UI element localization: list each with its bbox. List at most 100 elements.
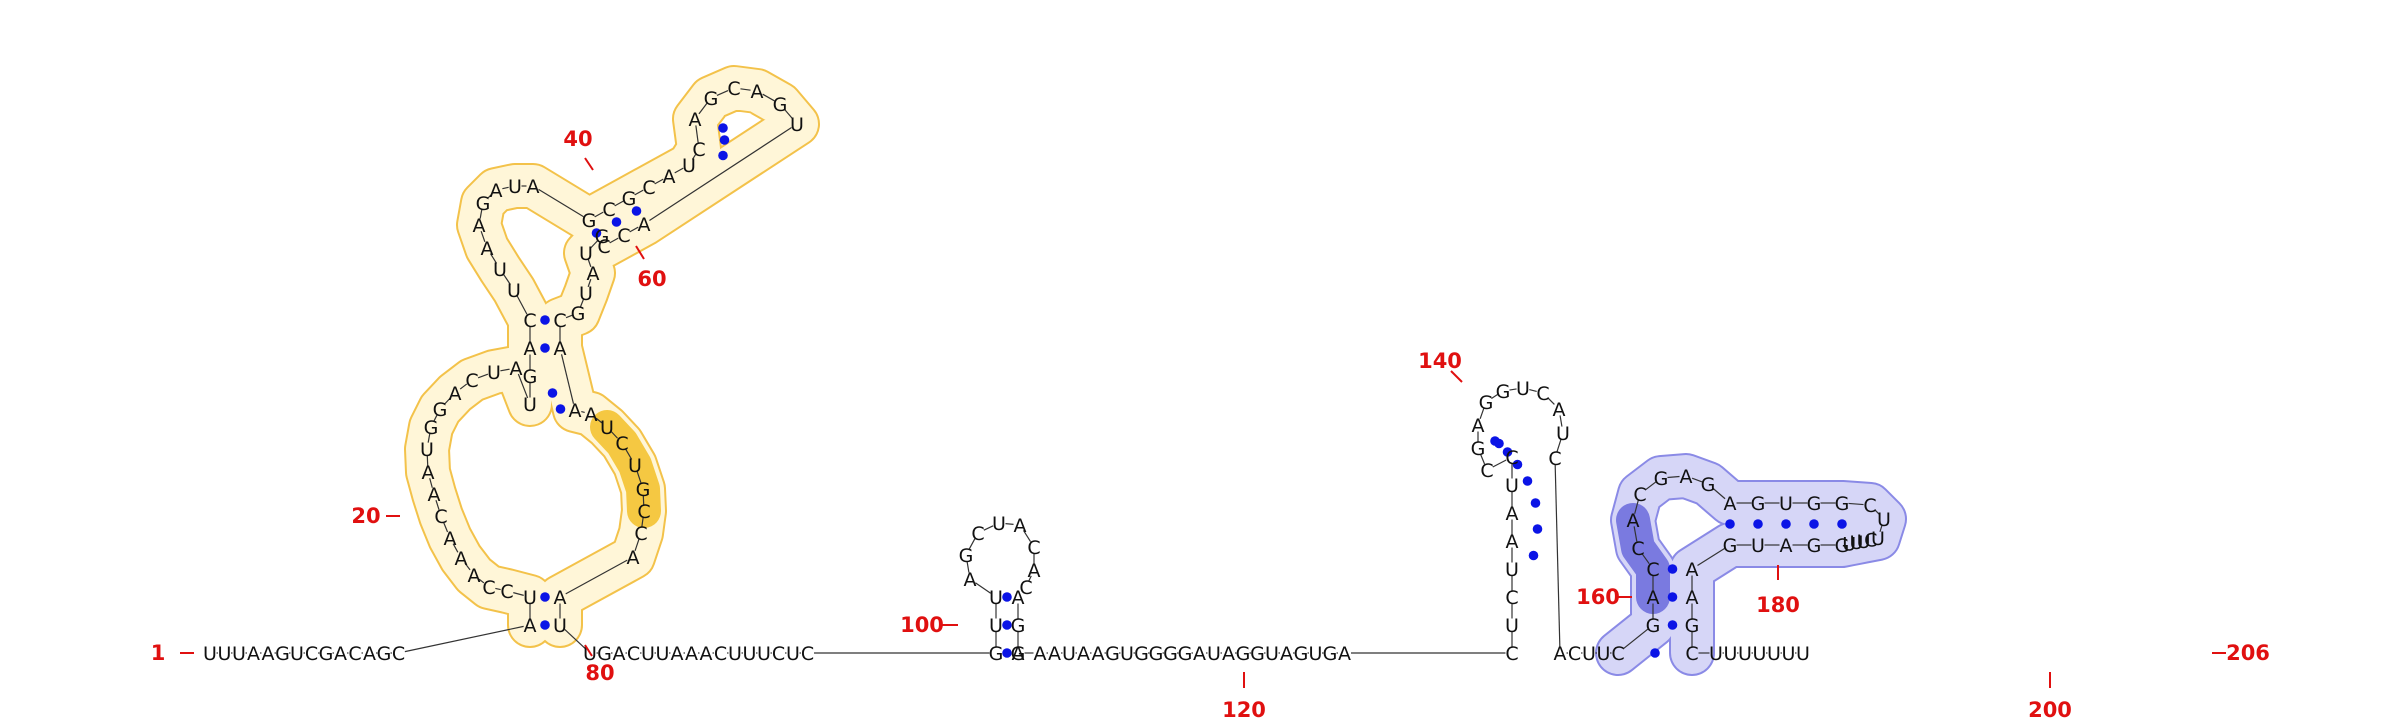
nucleotide: G bbox=[1294, 643, 1309, 665]
backbone-link bbox=[634, 538, 640, 552]
backbone-link bbox=[565, 314, 573, 319]
nucleotide: C bbox=[348, 643, 361, 665]
nucleotide: G bbox=[1479, 392, 1494, 414]
nucleotide: A bbox=[363, 643, 376, 665]
nucleotide: G bbox=[1685, 615, 1700, 637]
nucleotide: A bbox=[585, 404, 598, 426]
nucleotide: A bbox=[1686, 559, 1699, 581]
base-pair-dot bbox=[1502, 447, 1513, 457]
base-pair-dot bbox=[555, 404, 566, 414]
nucleotide: U bbox=[790, 114, 804, 136]
backbone-link bbox=[560, 354, 575, 404]
nucleotide: A bbox=[689, 109, 702, 131]
nucleotide: U bbox=[1062, 643, 1076, 665]
base-pair-dot bbox=[591, 228, 602, 238]
backbone-link bbox=[691, 154, 697, 160]
nucleotide: A bbox=[1506, 531, 1519, 553]
nucleotide: U bbox=[553, 615, 567, 637]
nucleotide: A bbox=[262, 643, 275, 665]
base-pair-dot bbox=[1809, 519, 1819, 529]
nucleotide: A bbox=[1193, 643, 1206, 665]
base-pair-dot bbox=[1002, 620, 1012, 630]
backbone-link bbox=[1509, 388, 1517, 391]
base-pair-dot bbox=[1002, 648, 1012, 658]
nucleotide: G bbox=[1163, 643, 1178, 665]
nucleotide: U bbox=[1767, 643, 1781, 665]
nucleotide: G bbox=[1646, 615, 1661, 637]
backbone-link bbox=[641, 517, 644, 527]
base-pair-dot bbox=[1667, 564, 1678, 574]
nucleotide: C bbox=[1505, 643, 1518, 665]
backbone-link bbox=[1634, 500, 1639, 514]
nucleotide: A bbox=[1627, 510, 1640, 532]
nucleotide: C bbox=[500, 581, 513, 603]
nucleotide: A bbox=[490, 180, 503, 202]
nucleotide: U bbox=[1120, 643, 1134, 665]
backbone-link bbox=[478, 578, 485, 584]
nucleotide: A bbox=[422, 462, 435, 484]
nucleotide: A bbox=[428, 484, 441, 506]
backbone-link bbox=[427, 433, 431, 443]
nucleotide: A bbox=[663, 166, 676, 188]
base-pair-dot bbox=[611, 217, 622, 227]
nucleotide: U bbox=[1849, 532, 1863, 554]
base-pair-dot bbox=[1650, 648, 1660, 658]
backbone-link bbox=[516, 295, 528, 315]
backbone-link bbox=[1559, 415, 1563, 427]
base-pair-dot bbox=[1753, 519, 1763, 529]
nucleotide: U bbox=[507, 280, 521, 302]
base-pair-dot bbox=[547, 388, 558, 398]
nucleotide: U bbox=[508, 176, 522, 198]
position-label: 100 bbox=[900, 613, 944, 637]
position-tick bbox=[1450, 370, 1463, 383]
nucleotide: A bbox=[1014, 515, 1027, 537]
backbone-link bbox=[1028, 575, 1032, 582]
backbone-link bbox=[611, 431, 618, 439]
nucleotide: C bbox=[1480, 460, 1493, 482]
nucleotide: C bbox=[1505, 587, 1518, 609]
nucleotide: C bbox=[772, 643, 785, 665]
base-pair-dot bbox=[1667, 592, 1678, 602]
nucleotide: G bbox=[1835, 535, 1850, 557]
base-pair-dot bbox=[1528, 550, 1539, 561]
backbone-link bbox=[1874, 509, 1880, 515]
nucleotide: G bbox=[1323, 643, 1338, 665]
nucleotide: C bbox=[1631, 538, 1644, 560]
nucleotide: G bbox=[1105, 643, 1120, 665]
backbone-link bbox=[480, 230, 486, 243]
backbone-link bbox=[1005, 523, 1014, 525]
base-pair-dot bbox=[1781, 519, 1791, 529]
nucleotide: U bbox=[523, 587, 537, 609]
nucleotide: U bbox=[743, 643, 757, 665]
nucleotide: U bbox=[628, 455, 642, 477]
nucleotide: A bbox=[1472, 415, 1485, 437]
nucleotide: C bbox=[1685, 643, 1698, 665]
backbone-link bbox=[1622, 628, 1649, 650]
nucleotide: A bbox=[587, 263, 600, 285]
backbone-link bbox=[698, 102, 708, 115]
position-label: 206 bbox=[2226, 641, 2270, 665]
backbone-link bbox=[581, 410, 585, 414]
base-pair-dot bbox=[1667, 620, 1678, 630]
nucleotide: U bbox=[656, 643, 670, 665]
nucleotide: A bbox=[613, 643, 626, 665]
backbone-link bbox=[442, 521, 449, 533]
backbone-link bbox=[1691, 477, 1703, 483]
nucleotide: G bbox=[424, 417, 439, 439]
nucleotide: A bbox=[700, 643, 713, 665]
nucleotide: U bbox=[1505, 475, 1519, 497]
nucleotide: G bbox=[377, 643, 392, 665]
nucleotide: A bbox=[569, 400, 582, 422]
nucleotide: C bbox=[523, 310, 536, 332]
backbone-link bbox=[404, 625, 524, 653]
nucleotide: G bbox=[523, 366, 538, 388]
nucleotide: U bbox=[232, 643, 246, 665]
backbone-link bbox=[1644, 481, 1657, 491]
position-tick bbox=[584, 157, 594, 171]
backbone-link bbox=[479, 209, 483, 219]
backbone-link bbox=[762, 93, 775, 102]
nucleotide: G bbox=[1149, 643, 1164, 665]
base-pair-dot bbox=[1532, 524, 1543, 534]
nucleotide: C bbox=[1027, 537, 1040, 559]
nucleotide: G bbox=[704, 88, 719, 110]
